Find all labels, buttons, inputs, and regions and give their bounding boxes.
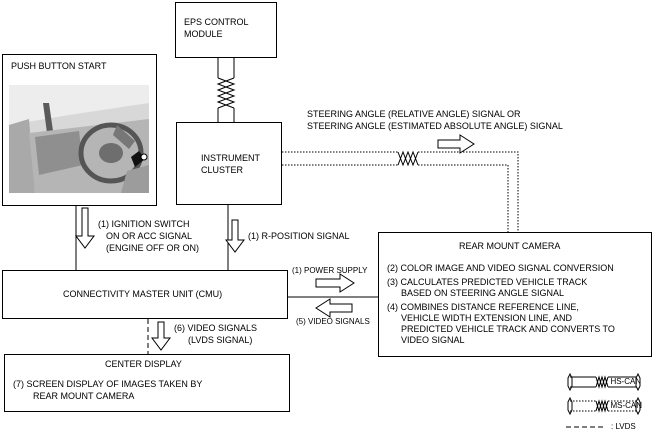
instrument-cluster-label-2: CLUSTER	[201, 165, 244, 175]
camera-function-4-line-1: (4) COMBINES DISTANCE REFERENCE LINE,	[387, 302, 579, 312]
video-signals-display-arrow	[151, 321, 171, 351]
push-button-start-box: PUSH BUTTON START	[2, 54, 157, 206]
cluster-camera-ms-can-link	[282, 150, 519, 232]
legend-hs-can-symbol	[567, 372, 641, 392]
camera-function-2: (2) COLOR IMAGE AND VIDEO SIGNAL CONVERS…	[387, 263, 614, 273]
connectivity-master-unit-label: CONNECTIVITY MASTER UNIT (CMU)	[63, 289, 223, 299]
steering-angle-arrow	[437, 134, 475, 154]
ignition-signal-label-3: (ENGINE OFF OR ON)	[106, 243, 199, 253]
video-signals-display-label-2: (LVDS SIGNAL)	[188, 335, 253, 345]
ignition-signal-label-2: ON OR ACC SIGNAL	[106, 231, 193, 241]
steering-angle-signal-label-2: STEERING ANGLE (ESTIMATED ABSOLUTE ANGLE…	[307, 121, 563, 131]
camera-function-4-line-2: VEHICLE WIDTH EXTENSION LINE, AND	[401, 313, 573, 323]
power-supply-arrow	[315, 273, 355, 293]
eps-cluster-hs-can-link	[216, 58, 236, 122]
ignition-signal-arrow	[75, 207, 95, 249]
camera-function-4-line-3: PREDICTED VEHICLE TRACK AND CONVERTS TO	[401, 324, 615, 334]
legend-lvds-label: : LVDS	[611, 422, 636, 431]
eps-control-module-label-2: MODULE	[184, 29, 223, 39]
camera-function-4-line-4: VIDEO SIGNAL	[401, 335, 465, 345]
r-position-signal-label: (1) R-POSITION SIGNAL	[248, 231, 350, 241]
instrument-cluster-label-1: INSTRUMENT	[201, 153, 260, 163]
eps-control-module-box: EPS CONTROL MODULE	[175, 2, 277, 58]
video-signals-display-label-1: (6) VIDEO SIGNALS	[174, 323, 258, 333]
connectivity-master-unit-box: CONNECTIVITY MASTER UNIT (CMU)	[2, 270, 288, 319]
center-display-item-line-2: REAR MOUNT CAMERA	[33, 391, 135, 401]
legend-ms-can-symbol	[567, 396, 641, 416]
center-display-box: CENTER DISPLAY (7) SCREEN DISPLAY OF IMA…	[4, 354, 290, 412]
legend-ms-can-label: : MS-CAN	[606, 401, 642, 410]
power-supply-label: (1) POWER SUPPLY	[292, 266, 368, 275]
vehicle-interior-image	[9, 85, 149, 193]
center-display-item-line-1: (7) SCREEN DISPLAY OF IMAGES TAKEN BY	[13, 379, 203, 389]
center-display-title: CENTER DISPLAY	[105, 359, 182, 369]
instrument-cluster-box: INSTRUMENT CLUSTER	[176, 122, 282, 205]
ignition-signal-label-1: (1) IGNITION SWITCH	[98, 219, 190, 229]
steering-angle-signal-label-1: STEERING ANGLE (RELATIVE ANGLE) SIGNAL O…	[307, 109, 521, 119]
legend-hs-can-label: : HS-CAN	[606, 377, 642, 386]
video-signals-camera-arrow	[315, 298, 353, 318]
eps-control-module-label-1: EPS CONTROL	[184, 17, 249, 27]
camera-function-3-line-2: BASED ON STEERING ANGLE SIGNAL	[401, 288, 565, 298]
video-signals-camera-label: (5) VIDEO SIGNALS	[296, 317, 370, 326]
rear-mount-camera-box: REAR MOUNT CAMERA (2) COLOR IMAGE AND VI…	[378, 232, 652, 357]
push-button-start-label: PUSH BUTTON START	[11, 61, 107, 71]
rear-mount-camera-title: REAR MOUNT CAMERA	[459, 241, 561, 251]
r-position-signal-arrow	[225, 219, 245, 253]
camera-function-3-line-1: (3) CALCULATES PREDICTED VEHICLE TRACK	[387, 277, 588, 287]
